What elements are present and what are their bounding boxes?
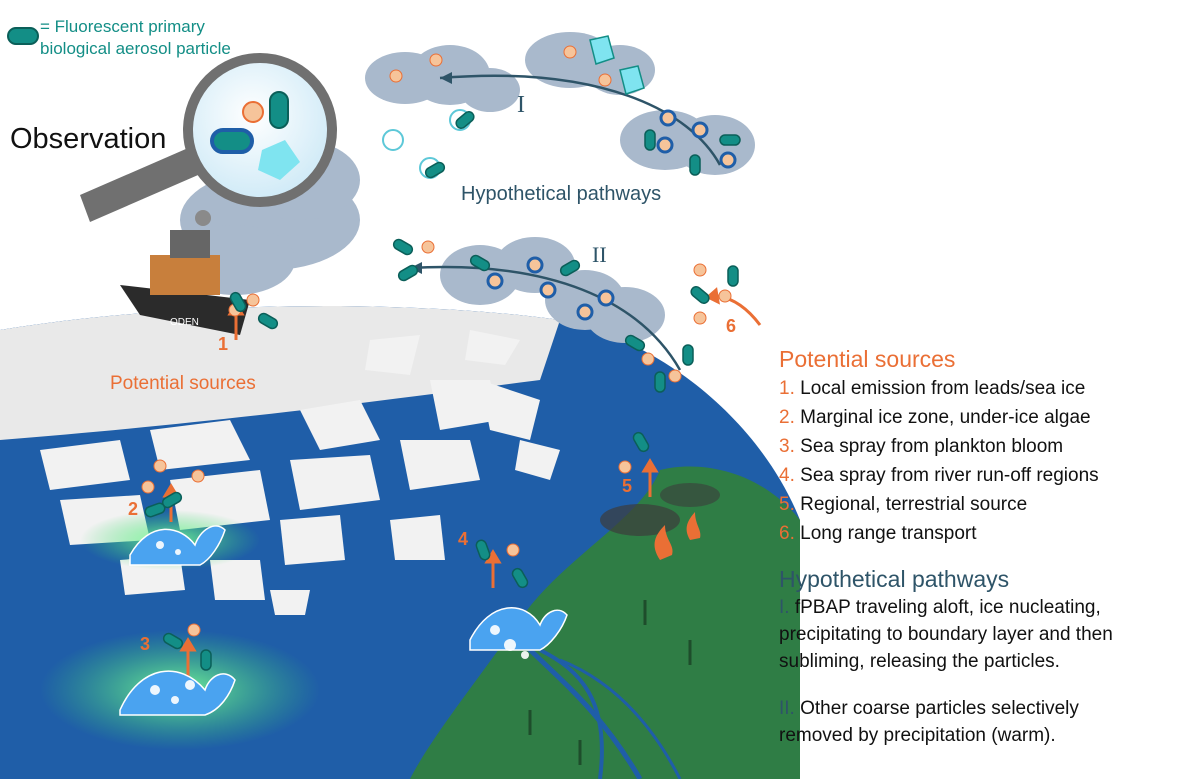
svg-text:ODEN: ODEN — [170, 317, 199, 328]
sources-heading: Potential sources — [779, 346, 956, 372]
source-marker-1: 1 — [218, 334, 228, 354]
legend-text-line1: = Fluorescent primary — [40, 17, 205, 36]
hypothetical-pathways-label: Hypothetical pathways — [461, 183, 662, 205]
pathway-II-label: II — [592, 242, 607, 267]
sources-list: 1. Local emission from leads/sea ice 2. … — [779, 374, 1195, 548]
land-mass — [410, 466, 800, 779]
source-item: 2. Marginal ice zone, under-ice algae — [779, 407, 1091, 428]
source-marker-2: 2 — [128, 499, 138, 519]
pathway-II-arrow — [409, 265, 682, 371]
source-marker-6: 6 — [726, 316, 736, 336]
legend-text: = Fluorescent primary biological aerosol… — [40, 16, 231, 60]
aerosol-particles — [141, 35, 741, 671]
source-marker-5: 5 — [622, 476, 632, 496]
sea-ice-floes — [40, 330, 560, 615]
cloud-pathway-I — [365, 32, 755, 175]
vegetation — [528, 600, 692, 765]
pathway-I-description: I. fPBAP traveling aloft, ice nucleating… — [779, 597, 1113, 672]
source-item: 6. Long range transport — [779, 523, 977, 544]
source-item: 4. Sea spray from river run-off regions — [779, 465, 1099, 486]
pathway-I-label: I — [517, 92, 525, 118]
magnifier-icon — [80, 53, 337, 222]
icebreaker-ship: ODEN — [120, 210, 250, 335]
pathway-II-description: II. Other coarse particles selectively r… — [779, 698, 1079, 746]
source-item: 1. Local emission from leads/sea ice — [779, 378, 1086, 399]
earth — [0, 306, 800, 779]
observation-label: Observation — [10, 123, 167, 155]
legend-text-line2: biological aerosol particle — [40, 39, 231, 58]
source-item: 5. Regional, terrestrial source — [779, 494, 1028, 515]
legend-panel: Potential sources 1. Local emission from… — [779, 344, 1195, 749]
source-marker-3: 3 — [140, 634, 150, 654]
source-item: 3. Sea spray from plankton bloom — [779, 436, 1064, 457]
pathways-heading: Hypothetical pathways — [779, 566, 1010, 592]
polar-ice-cap — [0, 306, 560, 440]
fire-icon — [654, 525, 673, 560]
river — [518, 638, 643, 779]
pathway-I-arrow — [439, 74, 722, 166]
source-marker-4: 4 — [458, 529, 468, 549]
spray-droplets — [150, 541, 529, 704]
sea-spray-waves — [119, 525, 568, 716]
potential-sources-label: Potential sources — [110, 373, 256, 394]
legend-particle-icon — [7, 27, 39, 45]
